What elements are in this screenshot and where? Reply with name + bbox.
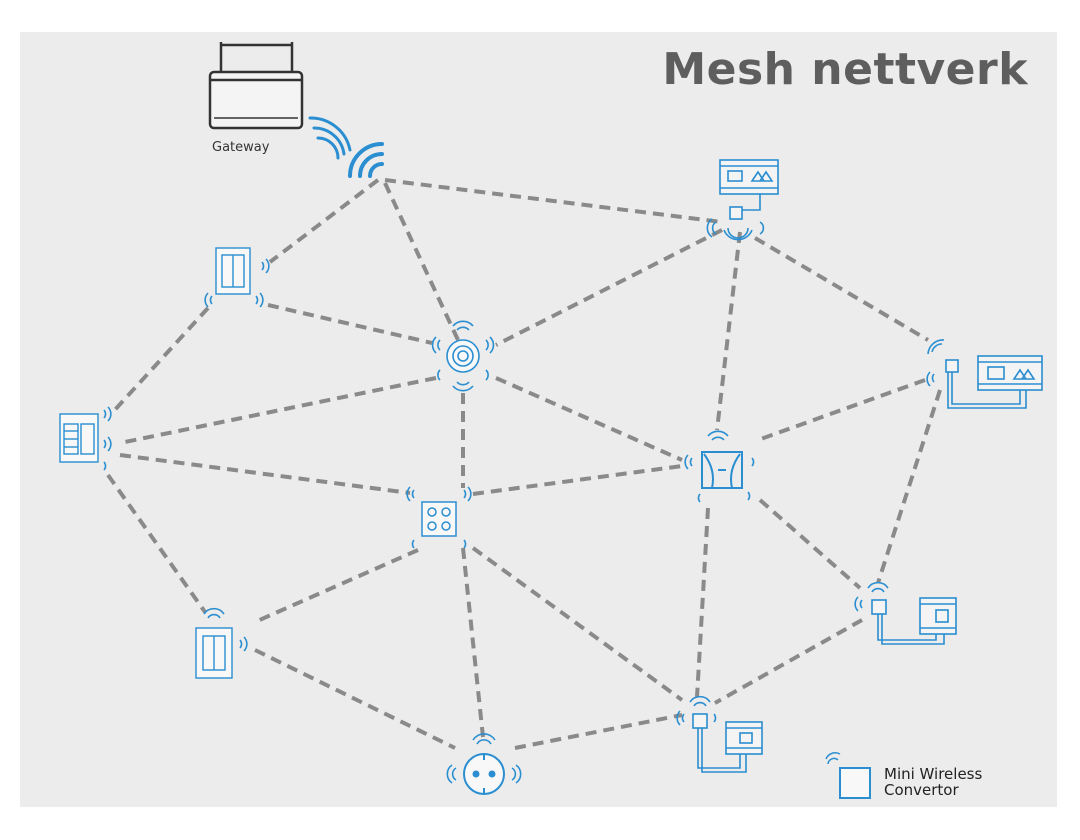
- legend-line-1: Mini Wireless: [884, 765, 983, 783]
- wireless-signal-icon: [446, 733, 522, 784]
- wall-switch-icon: [215, 247, 251, 295]
- mesh-link: [461, 547, 485, 738]
- din-rail-module-icon: [945, 355, 1043, 409]
- mesh-link: [384, 178, 723, 224]
- gateway-label: Gateway: [212, 140, 270, 155]
- mesh-link: [254, 648, 456, 750]
- curtain-icon: [701, 451, 743, 489]
- wifi-signal-icon: [308, 116, 384, 178]
- mesh-link: [471, 546, 684, 702]
- ceiling-sensor-icon: [446, 339, 480, 373]
- wall-panel-icon: [59, 413, 99, 463]
- wireless-signal-icon: [103, 406, 112, 471]
- mesh-link: [695, 507, 710, 698]
- legend-label: Mini Wireless Convertor: [884, 766, 982, 798]
- mesh-link: [753, 236, 930, 342]
- wall-switch-icon: [195, 627, 233, 679]
- mesh-links: [106, 178, 942, 750]
- power-socket-icon: [463, 753, 505, 795]
- mesh-link: [119, 376, 437, 445]
- mesh-link: [119, 453, 411, 495]
- mesh-link: [472, 464, 683, 496]
- mesh-link: [715, 231, 742, 431]
- mesh-link: [267, 303, 433, 345]
- mesh-link: [254, 548, 419, 624]
- mesh-link: [514, 713, 683, 750]
- gateway-icon: [208, 42, 304, 130]
- wireless-signal-icon: [926, 339, 945, 387]
- wireless-signal-icon: [203, 607, 248, 652]
- wireless-signal-icon: [204, 258, 270, 308]
- mesh-link: [106, 473, 207, 614]
- din-rail-module-icon: [692, 713, 763, 773]
- mesh-link: [383, 182, 460, 341]
- mesh-link: [110, 306, 210, 415]
- mesh-link: [876, 389, 942, 584]
- din-rail-module-icon: [719, 159, 779, 220]
- wireless-signal-icon: [706, 218, 765, 241]
- diagram-title: Mesh nettverk: [662, 44, 1028, 95]
- mesh-link: [758, 498, 862, 590]
- diagram-background: [20, 32, 1057, 807]
- wireless-signal-icon: [406, 486, 472, 549]
- mesh-link: [268, 178, 380, 264]
- wireless-signal-icon: [676, 695, 717, 726]
- din-rail-module-icon: [871, 597, 957, 645]
- mesh-link: [714, 618, 863, 705]
- keypad-icon: [421, 501, 457, 537]
- mesh-link: [495, 376, 683, 462]
- wireless-signal-icon: [431, 320, 495, 392]
- wireless-signal-icon: [854, 581, 889, 612]
- mesh-link: [495, 228, 723, 347]
- legend-converter-icon: [825, 752, 871, 799]
- wireless-signal-icon: [684, 430, 755, 503]
- legend-line-2: Convertor: [884, 781, 959, 799]
- mesh-link: [757, 378, 926, 442]
